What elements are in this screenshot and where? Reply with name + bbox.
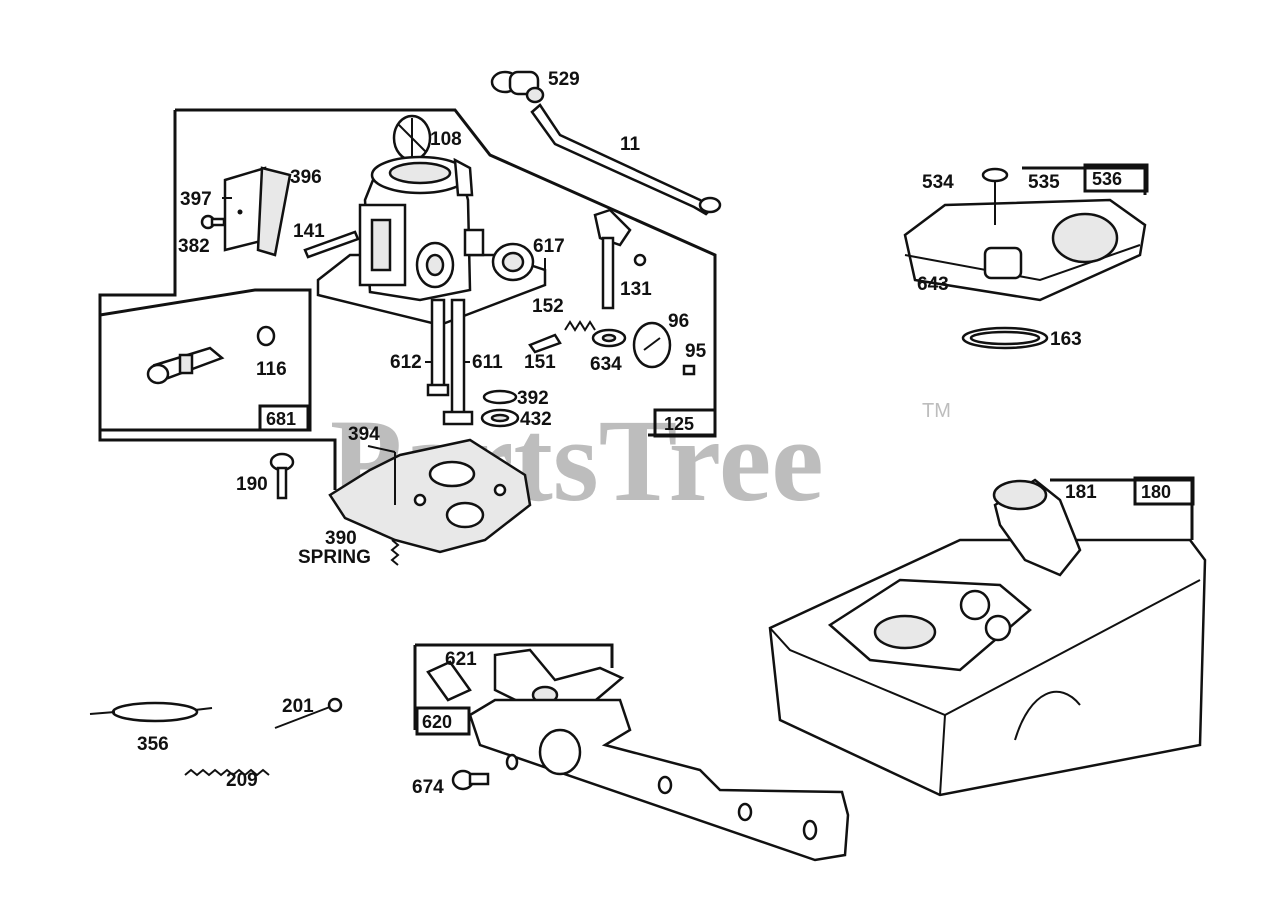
- part-209-spring: [184, 768, 270, 777]
- callout-201: 201: [282, 696, 314, 717]
- callout-141: 141: [293, 221, 325, 242]
- part-681-fitting: [146, 346, 225, 385]
- callout-634: 634: [590, 354, 622, 375]
- callout-152: 152: [532, 296, 564, 317]
- callout-394: 394: [348, 424, 380, 445]
- callout-163: 163: [1050, 329, 1082, 350]
- callout-382: 382: [178, 236, 210, 257]
- box-180: [1133, 476, 1195, 506]
- callout-96: 96: [668, 311, 689, 332]
- callout-spring: SPRING: [298, 547, 371, 568]
- part-116-ring: [256, 325, 276, 347]
- box-label-180: 180: [1141, 482, 1171, 502]
- part-382-screw: [200, 214, 226, 230]
- callout-535: 535: [1028, 172, 1060, 193]
- callout-674: 674: [412, 777, 444, 798]
- part-131-needle-valve: [593, 208, 647, 310]
- part-air-cleaner-housing: [903, 198, 1147, 302]
- callout-108: 108: [430, 129, 462, 150]
- callout-397: 397: [180, 189, 212, 210]
- callout-396: 396: [290, 167, 322, 188]
- part-fuel-tank: [768, 538, 1207, 797]
- part-392-ring: [482, 389, 518, 405]
- callout-390: 390: [325, 528, 357, 549]
- part-397-filter-cover: [223, 166, 292, 257]
- part-201-link: [274, 697, 343, 729]
- box-681: [258, 404, 310, 432]
- sub-assembly-681-frame: [98, 288, 312, 432]
- callout-611: 611: [472, 352, 503, 373]
- part-95-screw: [682, 364, 696, 376]
- callout-534: 534: [922, 172, 954, 193]
- part-181-fuel-cap: [992, 478, 1082, 577]
- callout-392: 392: [517, 388, 549, 409]
- box-label-536: 536: [1092, 169, 1122, 189]
- callout-209: 209: [226, 770, 258, 791]
- callout-95: 95: [685, 341, 707, 362]
- part-141-pin: [303, 230, 360, 259]
- part-621-spring-bracket: [426, 660, 472, 702]
- callout-181: 181: [1065, 482, 1097, 503]
- callout-131: 131: [620, 279, 652, 300]
- callout-432: 432: [520, 409, 552, 430]
- part-356-ring: [89, 701, 213, 723]
- part-190-screw: [269, 452, 295, 500]
- part-390-gasket: [328, 438, 532, 554]
- callout-612: 612: [390, 352, 422, 373]
- box-label-681: 681: [266, 409, 296, 429]
- air-cleaner-frame: [1022, 166, 1147, 195]
- part-534-screw: [981, 167, 1009, 225]
- callout-11: 11: [620, 134, 641, 155]
- callout-190: 190: [236, 474, 268, 495]
- callout-151: 151: [524, 352, 556, 373]
- callout-356: 356: [137, 734, 169, 755]
- callout-116: 116: [256, 359, 287, 380]
- box-label-125: 125: [664, 414, 694, 434]
- callout-529: 529: [548, 69, 580, 90]
- part-612-611-bolts: [426, 298, 474, 426]
- watermark-trademark: TM: [922, 400, 951, 422]
- box-620: [415, 706, 471, 736]
- part-151-screw: [528, 333, 562, 354]
- part-529-elbow: [490, 70, 545, 104]
- box-125: [653, 408, 717, 438]
- part-spring: [390, 539, 400, 566]
- part-carburetor-body: [316, 155, 547, 327]
- governor-frame: [415, 643, 614, 668]
- box-label-620: 620: [422, 712, 452, 732]
- part-152-spring: [564, 320, 596, 332]
- callout-617: 617: [533, 236, 565, 257]
- callout-643: 643: [917, 274, 949, 295]
- box-536: [1083, 163, 1149, 193]
- part-674-bolt: [451, 769, 490, 791]
- part-11-fuel-pipe: [530, 103, 714, 216]
- part-governor-plate: [468, 698, 850, 862]
- callout-621: 621: [445, 649, 477, 670]
- part-11-fitting: [698, 196, 722, 214]
- part-643-element: [983, 246, 1023, 280]
